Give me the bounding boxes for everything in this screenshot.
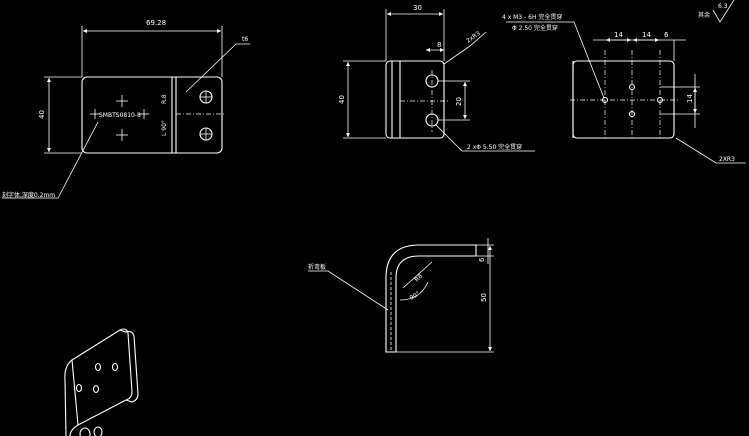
bend-angle: 90°: [409, 290, 422, 301]
right-thread-note: 4 x M3 - 6H 完全贯穿: [502, 13, 562, 21]
right-dim-a: 14: [614, 31, 623, 39]
side-hole-leader: [435, 124, 535, 152]
right-dim-c: 6: [664, 31, 669, 39]
isometric-view: [64, 328, 139, 436]
front-hole-markers: [90, 95, 149, 141]
iso-plate-thickness: [119, 329, 139, 403]
right-radius-leader: [675, 137, 746, 164]
right-thread-leader: [506, 21, 605, 99]
bend-angle-arc: [399, 281, 429, 301]
right-outline: [572, 60, 675, 139]
front-outline: [81, 76, 223, 154]
right-dim-v: 14: [686, 94, 694, 103]
surface-finish-symbol: [712, 0, 735, 23]
front-engrave-note: 刻字体,深度0.2mm: [2, 191, 55, 199]
front-part-label: SMBTS0810-8: [99, 112, 141, 119]
side-dim-offset: 8: [437, 41, 441, 49]
front-thickness-leader: [185, 43, 250, 93]
front-bend-radius: R.8: [161, 94, 168, 104]
side-dim-width: 30: [413, 4, 422, 12]
bend-dim-thickness: 6: [478, 257, 486, 262]
side-dim-height: 40: [338, 95, 346, 104]
bend-dim-height: 50: [480, 293, 488, 302]
iso-bend-curve: [64, 359, 79, 436]
front-through-holes: [199, 90, 213, 141]
iso-plate-face: [71, 328, 133, 426]
bend-profile-outer: [385, 244, 477, 353]
right-holes: [601, 83, 664, 118]
side-hole-note: 2 xΦ 5.50 完全贯穿: [467, 143, 522, 151]
front-dim-height: 40: [38, 110, 46, 119]
front-note-leader: [2, 121, 99, 199]
bend-radius-leader: [402, 261, 433, 289]
front-bend-angle: L 90°: [161, 120, 168, 136]
right-drill-note: Φ 2.50 完全贯穿: [512, 24, 558, 32]
bend-radius: R8: [413, 273, 424, 284]
bend-material-note: 折弯板: [308, 263, 326, 271]
front-dim-thickness: t6: [242, 36, 248, 43]
front-dim-width: 69.28: [146, 19, 166, 27]
iso-holes: [75, 362, 119, 436]
right-radius-note: 2XR3: [719, 156, 735, 163]
right-dim-b: 14: [642, 31, 651, 39]
side-dim-spacing: 20: [455, 97, 463, 106]
side-outline: [385, 60, 445, 139]
bend-view: 6 50 R8 90° 折弯板: [308, 238, 494, 353]
surface-finish-label: 其余: [698, 11, 710, 19]
bend-material-leader: [308, 270, 389, 311]
right-view: 14 14 6 14 4 x M3 - 6H 完全贯穿 Φ 2.50 完全贯穿 …: [502, 0, 746, 164]
side-radius-leader: [443, 31, 487, 65]
surface-finish-value: 6.3: [718, 3, 728, 10]
front-view: 69.28 40 t6 R.8 L 90° SMBTS0810-8 刻字体,深度…: [2, 19, 250, 199]
side-view: 30 8 40 20 2xR3 2 xΦ 5.50 完全贯穿: [338, 4, 535, 152]
